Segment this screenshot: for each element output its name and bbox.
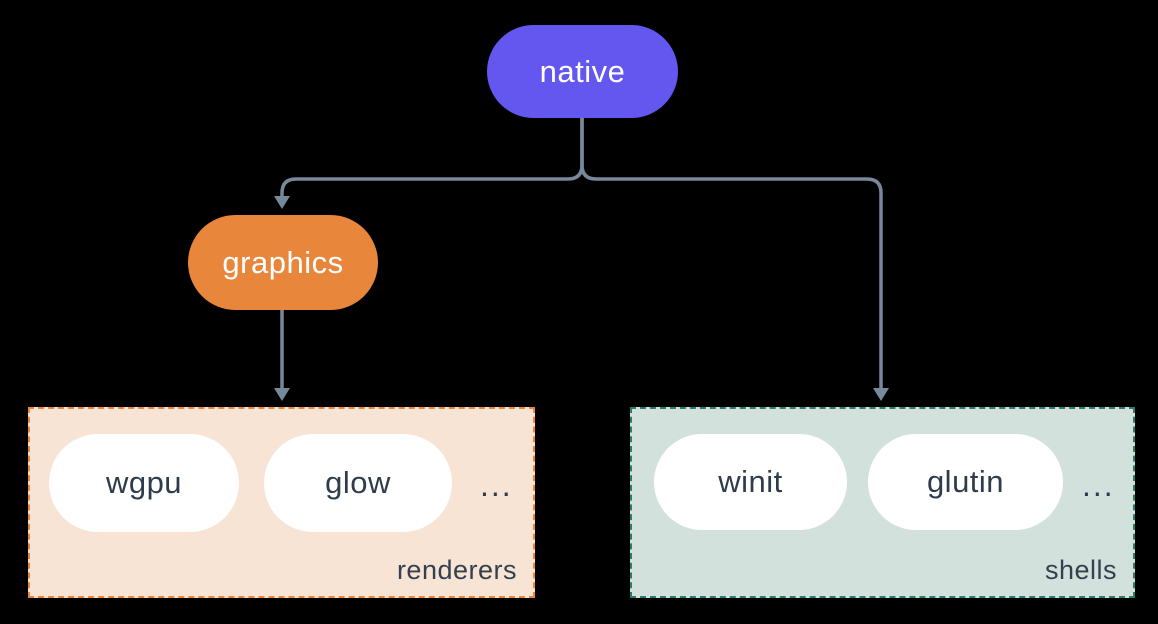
node-native-label: native [539,53,626,89]
node-winit-label: winit [718,464,783,499]
node-glow: glow [264,434,452,532]
node-wgpu: wgpu [49,434,239,532]
group-shells: winit glutin ... shells [630,407,1135,598]
edge-native-to-graphics [280,118,584,196]
node-wgpu-label: wgpu [105,465,183,500]
renderers-ellipsis: ... [480,467,513,503]
node-winit: winit [654,434,847,530]
node-graphics-label: graphics [222,244,344,280]
renderers-group-label: renderers [396,555,517,585]
node-glutin-label: glutin [926,464,1005,499]
node-glow-label: glow [325,465,391,500]
group-renderers: wgpu glow ... renderers [28,407,535,598]
arrowhead-to-renderers [274,388,290,401]
arrowhead-to-graphics [274,196,290,209]
shells-group-label: shells [1044,555,1117,585]
shells-ellipsis: ... [1082,467,1115,503]
node-glutin: glutin [868,434,1063,530]
node-graphics: graphics [188,215,378,310]
arrowhead-to-shells [873,388,889,401]
node-native: native [487,25,678,118]
edge-native-to-shells [580,118,883,388]
